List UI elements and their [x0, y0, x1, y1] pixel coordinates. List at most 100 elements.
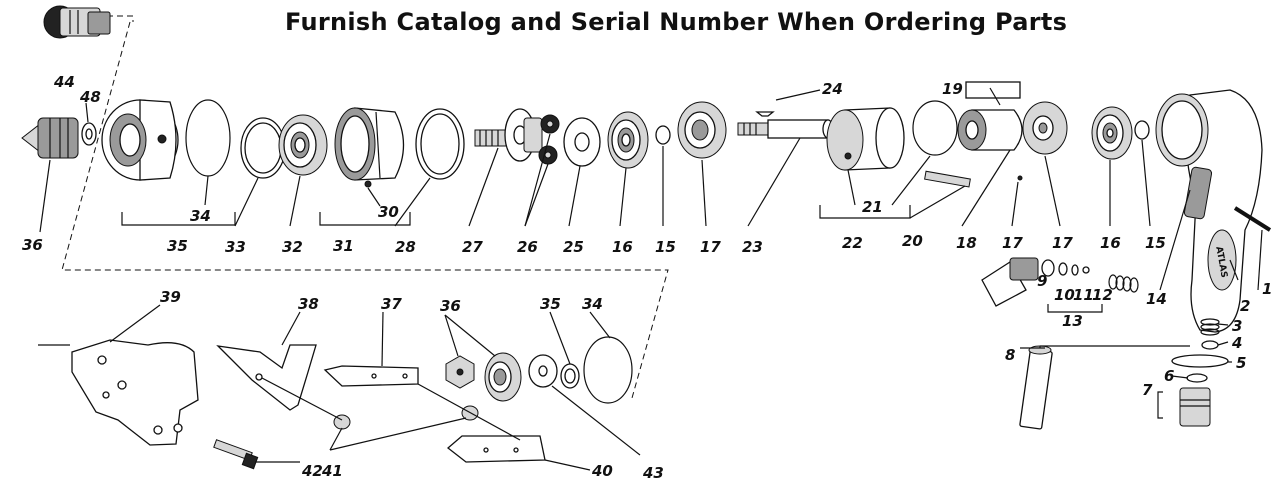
label-15a: 15: [655, 238, 676, 256]
part-44-bushings: [333, 405, 479, 430]
part-34-o-ring: [185, 99, 231, 177]
part-12-ball: [1082, 266, 1090, 274]
part-17-end-plate-b: [1022, 101, 1068, 155]
label-43: 40: [591, 462, 613, 480]
label-39: 36: [440, 297, 461, 315]
part-23-cylinder: [826, 107, 905, 171]
part-6-screen: [1186, 373, 1208, 383]
part-42-shear-head: [71, 339, 199, 446]
part-19-rotor: [957, 109, 1023, 151]
label-23: 22: [842, 234, 863, 252]
label-33: 33: [225, 238, 246, 256]
part-11-ring: [1071, 264, 1079, 276]
assembly-guide-line: [61, 15, 669, 399]
part-38-ring: [560, 363, 580, 389]
label-20: 19: [942, 80, 963, 98]
part-labels: 44 48 36 35 34 33 32 30 31 28 27 26 25 1…: [22, 73, 1272, 482]
part-47-chuck: [43, 5, 111, 39]
part-17-end-plate-a: [677, 101, 727, 159]
part-21-pin: [924, 170, 971, 188]
label-9: 9: [1037, 272, 1047, 290]
part-15-washer-b: [1134, 120, 1150, 140]
part-41-hole: [255, 373, 263, 381]
label-34: 34: [190, 207, 211, 225]
part-5-gasket: [1171, 354, 1229, 368]
part-41-blade-holder: [216, 344, 317, 411]
label-41: 38: [298, 295, 319, 313]
label-10: 10: [1054, 286, 1075, 304]
label-6: 6: [1164, 367, 1174, 385]
part-20-vane: [965, 81, 1021, 99]
label-47: 44: [53, 73, 75, 91]
label-27: 26: [517, 238, 538, 256]
part-25-key: [755, 111, 775, 117]
part-28-spindle: [474, 108, 543, 162]
part-26-washer: [563, 117, 601, 167]
label-48: 48: [79, 88, 101, 106]
label-3: 3: [1232, 317, 1242, 335]
part-45-screw: [213, 439, 259, 470]
label-46: 43: [642, 464, 664, 482]
label-29: 28: [395, 238, 416, 256]
part-10-ring: [1058, 262, 1068, 276]
part-30-pin: [364, 180, 372, 188]
label-37: 34: [582, 295, 603, 313]
part-1-pin: [1233, 206, 1272, 232]
part-14-spring: [1108, 274, 1139, 293]
label-32: 32: [282, 238, 303, 256]
label-21: 20: [902, 232, 923, 250]
part-24-rotor-shaft: [737, 119, 834, 139]
label-11: 11: [1073, 286, 1094, 304]
label-31: 31: [333, 237, 354, 255]
label-25: 24: [822, 80, 843, 98]
label-18: 17: [1002, 234, 1023, 252]
label-42: 39: [160, 288, 181, 306]
label-1: 1: [1262, 280, 1272, 298]
label-2: 2: [1240, 297, 1250, 315]
part-36-drill-chuck: [21, 117, 79, 159]
part-22-o-ring: [912, 100, 958, 156]
label-24: 23: [742, 238, 763, 256]
label-35: 35: [167, 237, 188, 255]
part-18-dowel: [1017, 175, 1023, 181]
label-8: 8: [1005, 346, 1015, 364]
label-4: 4: [1231, 334, 1242, 352]
part-32-bearing: [278, 114, 328, 176]
part-35-housing: [101, 99, 179, 181]
part-4-ring: [1201, 340, 1219, 350]
part-48-washer: [81, 122, 97, 146]
part-16-bearing-a: [607, 111, 649, 169]
part-13-throttle-valve: [981, 257, 1039, 307]
part-39-nut-and-bearing: [445, 352, 522, 402]
part-33-ring: [240, 117, 286, 179]
part-46-washer: [528, 354, 558, 388]
label-13: 13: [1062, 312, 1083, 330]
label-22: 21: [862, 198, 883, 216]
label-14: 14: [1146, 290, 1167, 308]
label-16b: 16: [1100, 234, 1121, 252]
part-16-bearing-b: [1091, 106, 1133, 160]
label-45: 42: [301, 462, 323, 480]
part-8-tube: [1019, 345, 1053, 430]
leader-lines: [38, 87, 1263, 471]
part-15-washer-a: [655, 125, 671, 145]
label-28: 27: [462, 238, 483, 256]
part-9-o-ring: [1041, 259, 1055, 277]
label-17b: 17: [1052, 234, 1073, 252]
label-36: 36: [22, 236, 43, 254]
part-37-snap-ring: [583, 336, 633, 404]
label-5: 5: [1236, 354, 1246, 372]
label-12: 12: [1092, 286, 1113, 304]
part-2-main-housing: ATLAS: [1155, 89, 1263, 333]
label-30: 30: [378, 203, 399, 221]
part-31-sleeve: [334, 107, 405, 181]
label-16a: 16: [612, 238, 633, 256]
part-29-ring: [415, 108, 465, 180]
label-44: 41: [321, 462, 343, 480]
diagram-title: Furnish Catalog and Serial Number When O…: [285, 8, 1067, 36]
label-17a: 17: [700, 238, 721, 256]
label-19: 18: [956, 234, 977, 252]
label-7: 7: [1142, 381, 1153, 399]
part-40-blade: [323, 365, 419, 387]
part-7-inlet-bushing: [1179, 387, 1211, 427]
